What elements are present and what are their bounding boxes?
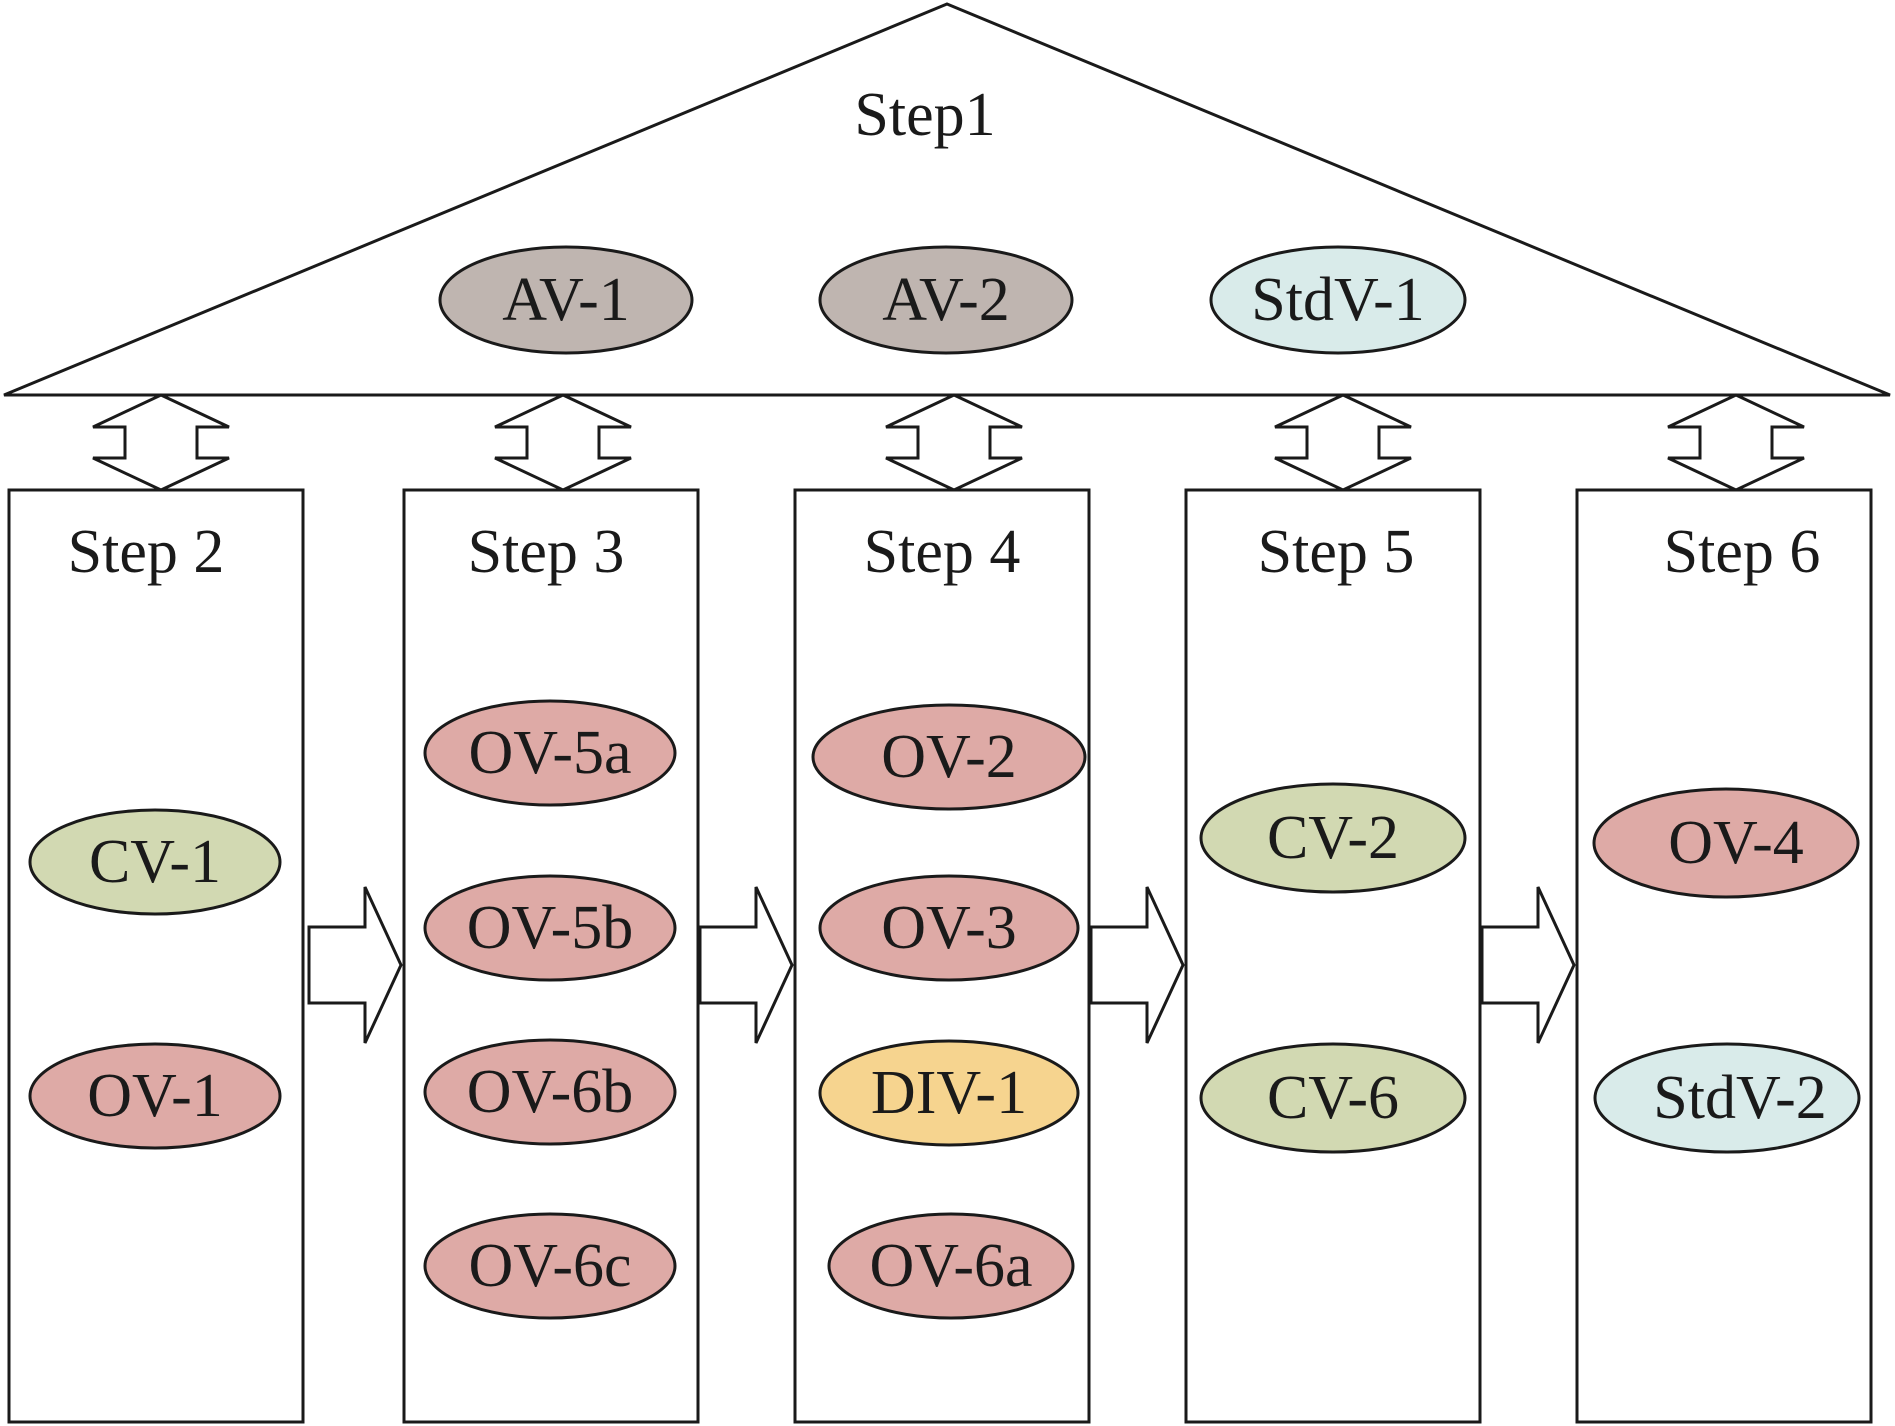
roof-node-av-2: AV-2 [818,245,1074,355]
node-ellipse [423,874,677,982]
node-ellipse [1199,782,1467,894]
node-ellipse [811,703,1087,811]
right-arrow-icon [1480,886,1576,1044]
right-arrow-icon [307,886,403,1044]
node-label: OV-1 [87,1062,223,1130]
node-cv-1: CV-1 [28,808,282,916]
column-box [1184,488,1482,1424]
node-ellipse [818,245,1074,355]
double-arrow-icon [1274,393,1412,492]
vertical-double-arrows [92,393,1805,492]
node-label: OV-3 [881,894,1017,962]
node-ov-6a: OV-6a [827,1212,1075,1320]
node-ellipse [818,1039,1080,1147]
node-label: OV-6b [467,1058,634,1126]
node-ov-2: OV-2 [811,703,1087,811]
node-label: OV-6c [468,1232,631,1300]
double-arrow-icon [1667,393,1805,492]
node-label: OV-2 [881,723,1017,791]
node-label: OV-6a [869,1232,1032,1300]
node-ellipse [1199,1042,1467,1154]
column-step-5: Step 5 [1184,488,1482,1424]
node-ov-5a: OV-5a [423,699,677,807]
node-label: OV-5a [468,719,631,787]
node-ov-3: OV-3 [818,874,1080,982]
column-title: Step 4 [864,518,1021,586]
node-div-1: DIV-1 [818,1039,1080,1147]
node-ellipse [423,699,677,807]
column-step-6: Step 6 [1575,488,1873,1424]
double-arrow-icon [92,393,230,492]
column-title: Step 5 [1258,518,1415,586]
node-ov-6c: OV-6c [423,1212,677,1320]
node-ellipse [28,1042,282,1150]
column-box [1575,488,1873,1424]
horizontal-flow-arrows [307,886,1576,1044]
node-ellipse [423,1212,677,1320]
column-step-2: Step 2 [7,488,305,1424]
node-ellipse [28,808,282,916]
node-ov-4: OV-4 [1592,787,1860,899]
node-ellipse [438,245,694,355]
column-box [7,488,305,1424]
node-ellipse [423,1038,677,1146]
node-label: StdV-2 [1653,1064,1826,1132]
right-arrow-icon [1089,886,1185,1044]
column-title: Step 3 [468,518,625,586]
node-cv-6: CV-6 [1199,1042,1467,1154]
node-label: CV-6 [1267,1064,1399,1132]
roof-node-stdv-1: StdV-1 [1209,245,1467,355]
roof-node-av-1: AV-1 [438,245,694,355]
node-label: DIV-1 [871,1059,1027,1127]
node-label: StdV-1 [1251,266,1424,334]
node-ellipse [1209,245,1467,355]
column-title: Step 6 [1664,518,1821,586]
roof-title: Step1 [854,81,995,149]
double-arrow-icon [885,393,1023,492]
node-label: OV-5b [467,894,634,962]
node-label: AV-2 [882,266,1010,334]
node-label: CV-2 [1267,804,1399,872]
right-arrow-icon [698,886,794,1044]
double-arrow-icon [494,393,632,492]
column-title: Step 2 [68,518,225,586]
node-ov-6b: OV-6b [423,1038,677,1146]
node-ellipse [1593,1042,1861,1154]
node-ov-1: OV-1 [28,1042,282,1150]
node-ellipse [818,874,1080,982]
node-stdv-2: StdV-2 [1593,1042,1861,1154]
node-cv-2: CV-2 [1199,782,1467,894]
node-ellipse [1592,787,1860,899]
node-label: CV-1 [89,828,221,896]
node-label: AV-1 [502,266,630,334]
node-ellipse [827,1212,1075,1320]
node-ov-5b: OV-5b [423,874,677,982]
node-label: OV-4 [1668,809,1804,877]
